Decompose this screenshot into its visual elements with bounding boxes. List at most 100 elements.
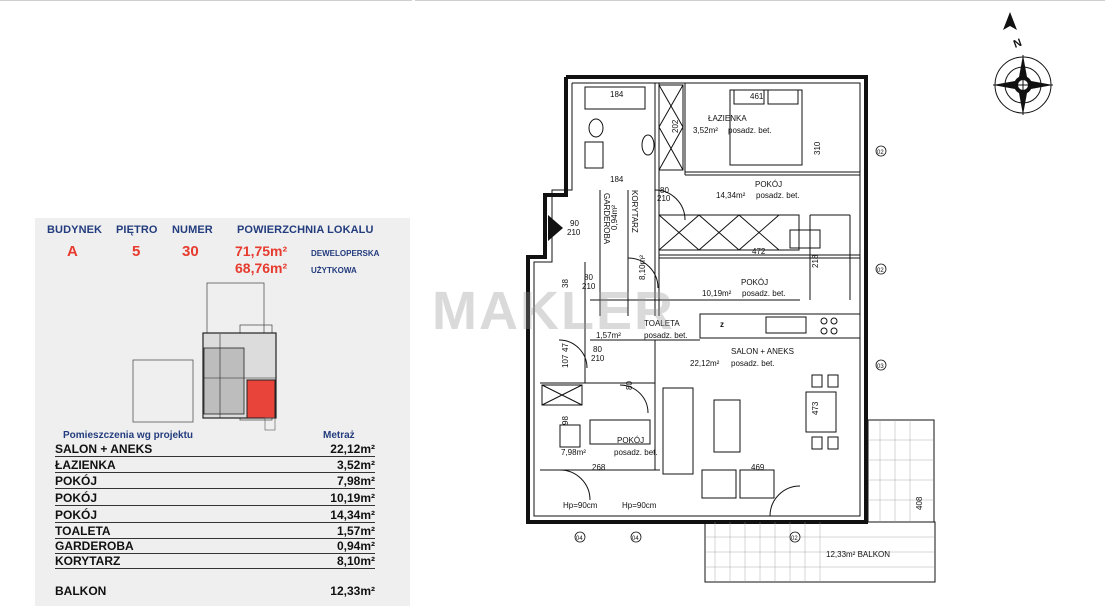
dim-label: 210 [657, 194, 671, 203]
dim-label: 310 [813, 141, 822, 155]
header-pietro: PIĘTRO [116, 224, 158, 236]
room-name: POKÓJ [55, 474, 98, 488]
room-area: 1,57m² [336, 524, 375, 538]
dim-label: 47 [561, 343, 570, 352]
dim-label: 218 [811, 254, 820, 268]
axis-label: 02 [877, 268, 884, 274]
dim-label: Hp=90cm [622, 501, 657, 510]
area-dev-label: DEWELOPERSKA [311, 249, 380, 258]
label-pokoj-big: POKÓJ [755, 180, 782, 189]
dim-label: 202 [671, 119, 680, 133]
label-floor: posadz. bet. [614, 448, 658, 457]
dim-label: 38 [561, 279, 570, 288]
dim-label: 184 [610, 90, 624, 99]
axis-label: 04 [632, 536, 639, 542]
dim-label: 80 [593, 345, 602, 354]
info-panel: BUDYNEK PIĘTRO NUMER POWIERZCHNIA LOKALU… [35, 218, 410, 606]
room-area: 8,10m² [336, 554, 375, 568]
budynek-value: A [67, 243, 78, 260]
label-salon-area: 22,12m² [690, 359, 720, 368]
area-use-value: 68,76m² [235, 260, 288, 276]
header-powierzchnia: POWIERZCHNIA LOKALU [237, 224, 374, 236]
room-name: SALON + ANEKS [55, 442, 153, 456]
area-use-label: UŻYTKOWA [311, 266, 357, 275]
label-floor: posadz. bet. [728, 126, 772, 135]
table-row: ŁAZIENKA 3,52m² [55, 458, 375, 473]
label-pokoj-small-area: 7,98m² [561, 448, 586, 457]
dim-label: 472 [752, 247, 766, 256]
axis-label: 02 [877, 150, 884, 156]
room-area: 22,12m² [330, 442, 375, 456]
label-garderoba: GARDEROBA [602, 193, 611, 245]
dim-label: 210 [567, 228, 581, 237]
table-row: KORYTARZ 8,10m² [55, 554, 375, 569]
room-name: POKÓJ [55, 491, 98, 505]
dim-label: 80 [625, 381, 634, 390]
top-divider-left [0, 0, 412, 1]
area-dev-value: 71,75m² [235, 243, 288, 259]
watermark: MAKLER [432, 281, 675, 341]
dim-label: 268 [592, 463, 606, 472]
header-numer: NUMER [172, 224, 213, 236]
room-name: BALKON [55, 584, 107, 598]
room-area: 14,34m² [330, 508, 375, 522]
label-balkon: 12,33m² BALKON [826, 550, 890, 559]
label-garderoba-area: 0,94m² [610, 205, 619, 230]
dim-label: 473 [811, 401, 820, 415]
label-korytarz-area: 8,10m² [638, 255, 647, 280]
label-floor: posadz. bet. [742, 289, 786, 298]
label-toaleta: TOALETA [644, 319, 680, 328]
room-name: GARDEROBA [55, 539, 134, 553]
label-lazienka: ŁAZIENKA [708, 114, 747, 123]
top-divider-right [415, 0, 1105, 1]
dim-label: 90 [570, 219, 579, 228]
entrance-arrow [548, 215, 563, 241]
table-row: SALON + ANEKS 22,12m² [55, 442, 375, 457]
dim-label: z [720, 320, 724, 329]
room-name: POKÓJ [55, 508, 98, 522]
room-area: 3,52m² [336, 458, 375, 472]
room-name: ŁAZIENKA [55, 458, 116, 472]
label-floor: posadz. bet. [644, 331, 688, 340]
table-row: POKÓJ 10,19m² [55, 491, 375, 506]
table-row: GARDEROBA 0,94m² [55, 539, 375, 554]
pietro-value: 5 [132, 243, 141, 260]
label-floor: posadz. bet. [756, 191, 800, 200]
table-row: TOALETA 1,57m² [55, 524, 375, 539]
axis-label: 03 [877, 364, 884, 370]
room-name: KORYTARZ [55, 554, 121, 568]
dim-label: 80 [584, 273, 593, 282]
dim-label: 80 [660, 186, 669, 195]
numer-value: 30 [182, 243, 199, 260]
dim-label: 210 [582, 282, 596, 291]
compass-icon: N [993, 12, 1053, 115]
table-row-balkon: BALKON 12,33m² [55, 584, 375, 598]
room-area: 12,33m² [330, 584, 375, 598]
dim-label: 461 [750, 92, 764, 101]
dim-label: 184 [610, 175, 624, 184]
apartment-highlight [246, 379, 276, 419]
room-area: 10,19m² [330, 491, 375, 505]
label-pokoj-big-area: 14,34m² [716, 191, 746, 200]
dim-label: 469 [751, 463, 765, 472]
room-name: TOALETA [55, 524, 111, 538]
label-toaleta-area: 1,57m² [596, 331, 621, 340]
label-korytarz: KORYTARZ [630, 190, 639, 233]
dim-label: 98 [561, 416, 570, 425]
label-pokoj-small: POKÓJ [617, 436, 644, 445]
dim-label: 210 [591, 354, 605, 363]
rooms-table-title: Pomieszczenia wg projektu [63, 430, 194, 441]
dim-label: 408 [915, 496, 924, 510]
label-lazienka-area: 3,52m² [693, 126, 718, 135]
dim-label: 107 [561, 354, 570, 368]
label-salon: SALON + ANEKS [731, 347, 794, 356]
label-floor: posadz. bet. [731, 359, 775, 368]
room-area: 0,94m² [336, 539, 375, 553]
rooms-table-metraz: Metraż [323, 430, 355, 441]
axis-label: 04 [576, 536, 583, 542]
table-row: POKÓJ 14,34m² [55, 508, 375, 523]
dim-label: Hp=90cm [563, 501, 598, 510]
axis-label: 02 [791, 536, 798, 542]
